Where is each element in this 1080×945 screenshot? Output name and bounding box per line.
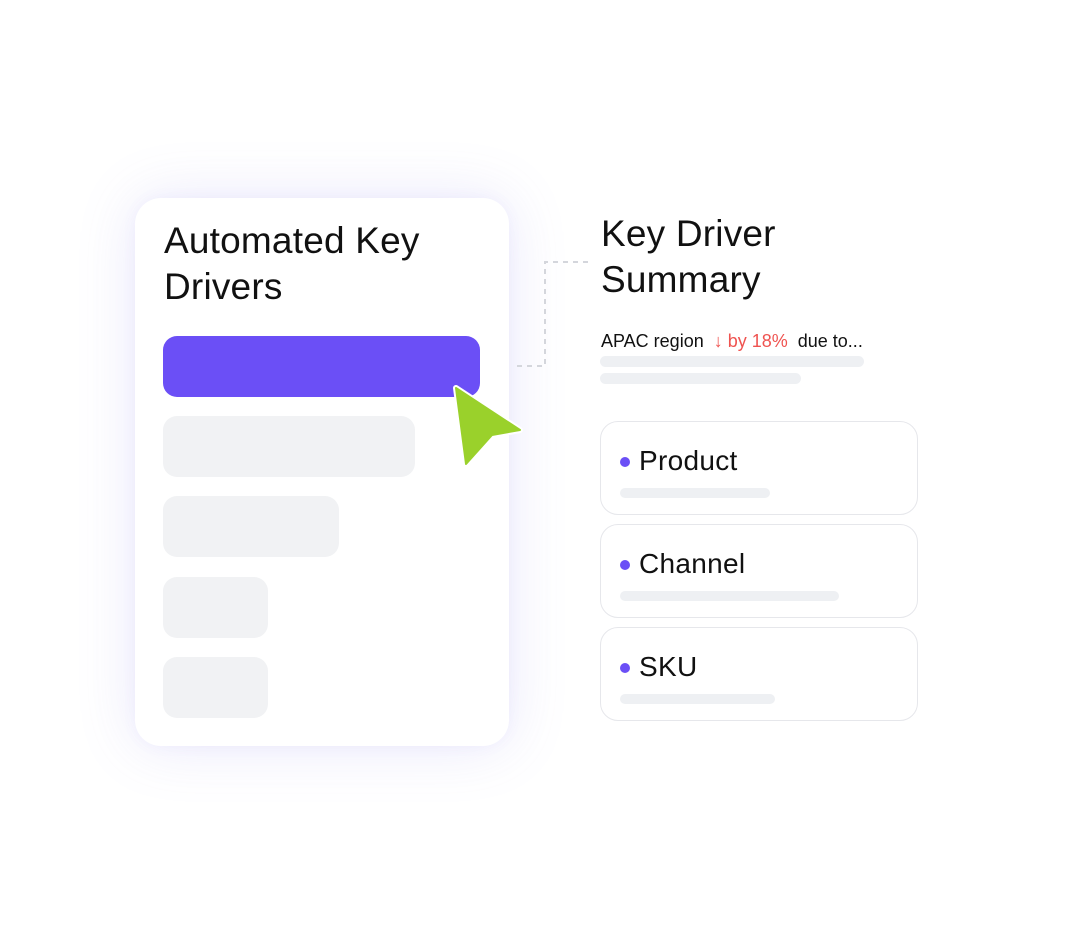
key-drivers-card: Automated Key Drivers: [135, 198, 509, 746]
region-label: APAC region: [601, 331, 704, 351]
summary-sentence: APAC region ↓ by 18% due to...: [601, 329, 863, 353]
change-indicator: ↓ by 18%: [713, 331, 788, 351]
suffix-label: due to...: [797, 331, 863, 351]
factor-card-channel[interactable]: Channel: [600, 524, 918, 618]
dashed-connector: [517, 261, 591, 367]
factor-placeholder-line: [620, 591, 839, 601]
summary-title: Key Driver Summary: [601, 213, 776, 300]
summary-placeholder-line: [600, 373, 801, 384]
dot-icon: [620, 560, 630, 570]
dot-icon: [620, 663, 630, 673]
factor-placeholder-line: [620, 694, 775, 704]
factor-placeholder-line: [620, 488, 770, 498]
factor-card-sku[interactable]: SKU: [600, 627, 918, 721]
factor-label: SKU: [639, 651, 698, 682]
factor-label: Product: [639, 445, 738, 476]
pointer-arrow-icon: [453, 385, 523, 467]
driver-bar[interactable]: [163, 416, 415, 477]
key-drivers-title: Automated Key Drivers: [164, 220, 420, 307]
factor-card-product[interactable]: Product: [600, 421, 918, 515]
summary-placeholder-line: [600, 356, 864, 367]
factor-label: Channel: [639, 548, 746, 579]
driver-bar[interactable]: [163, 577, 268, 638]
driver-bar[interactable]: [163, 496, 339, 557]
driver-bar[interactable]: [163, 657, 268, 718]
dot-icon: [620, 457, 630, 467]
driver-bar-active[interactable]: [163, 336, 480, 397]
